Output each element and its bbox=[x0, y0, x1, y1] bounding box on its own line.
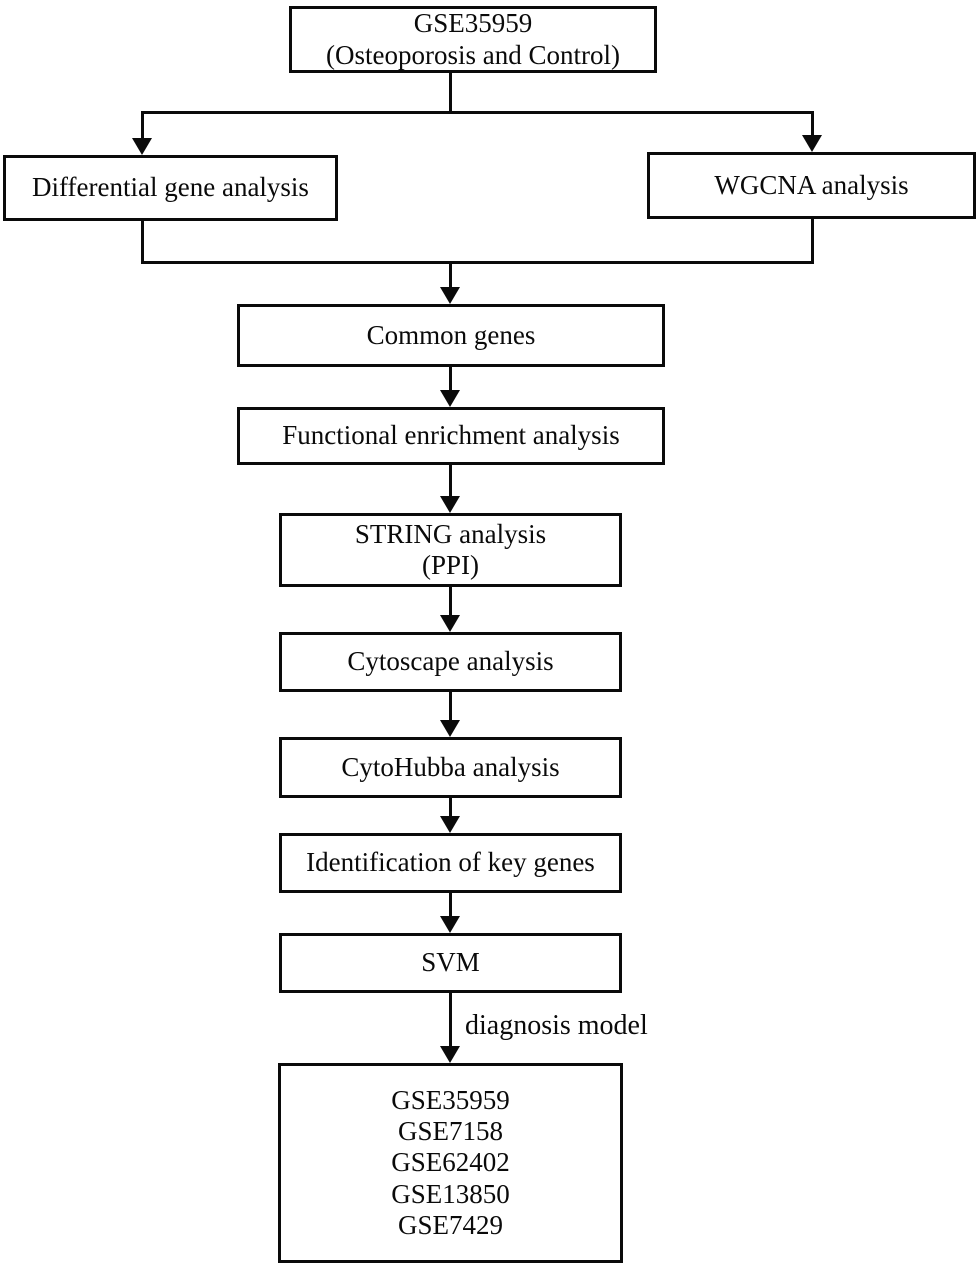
node-keygenes-label: Identification of key genes bbox=[306, 847, 595, 878]
validation-dataset-line: GSE62402 bbox=[391, 1147, 510, 1178]
connector-left-branch-drop bbox=[141, 111, 144, 140]
edge-label-diagnosis-model: diagnosis model bbox=[465, 1010, 648, 1041]
arrowhead-differential bbox=[132, 138, 152, 155]
node-enrichment-label: Functional enrichment analysis bbox=[282, 420, 620, 451]
node-differential-gene-analysis: Differential gene analysis bbox=[3, 155, 338, 221]
node-wgcna-label: WGCNA analysis bbox=[714, 169, 909, 200]
node-common-genes-label: Common genes bbox=[366, 319, 536, 350]
connector-cytohubba-to-keygenes bbox=[449, 796, 452, 818]
connector-right-branch-drop bbox=[811, 111, 814, 137]
arrowhead-keygenes bbox=[440, 816, 460, 833]
connector-merge-stem bbox=[449, 261, 452, 289]
connector-common-to-enrichment bbox=[449, 365, 452, 392]
node-validation-datasets: GSE35959 GSE7158 GSE62402 GSE13850 GSE74… bbox=[278, 1063, 623, 1263]
connector-svm-to-validation bbox=[449, 991, 452, 1048]
node-source-line2: (Osteoporosis and Control) bbox=[326, 39, 620, 70]
node-wgcna-analysis: WGCNA analysis bbox=[647, 152, 976, 219]
validation-dataset-line: GSE13850 bbox=[391, 1178, 510, 1209]
arrowhead-svm bbox=[440, 916, 460, 933]
arrowhead-validation bbox=[440, 1046, 460, 1063]
connector-right-merge-drop bbox=[811, 217, 814, 264]
node-source-line1: GSE35959 bbox=[413, 8, 533, 39]
node-key-genes-identification: Identification of key genes bbox=[279, 833, 622, 893]
arrowhead-wgcna bbox=[802, 135, 822, 152]
connector-source-stem bbox=[449, 71, 452, 113]
connector-left-merge-drop bbox=[141, 219, 144, 264]
node-cytohubba-label: CytoHubba analysis bbox=[341, 751, 560, 782]
arrowhead-string bbox=[440, 496, 460, 513]
node-source-dataset: GSE35959 (Osteoporosis and Control) bbox=[289, 6, 657, 73]
connector-merge-horizontal bbox=[141, 261, 814, 264]
node-string-line2: (PPI) bbox=[421, 550, 479, 580]
arrowhead-cytoscape bbox=[440, 615, 460, 632]
node-cytoscape-label: Cytoscape analysis bbox=[347, 646, 554, 677]
node-common-genes: Common genes bbox=[237, 304, 665, 367]
node-svm-label: SVM bbox=[421, 947, 480, 978]
node-cytoscape-analysis: Cytoscape analysis bbox=[279, 632, 622, 692]
node-svm: SVM bbox=[279, 933, 622, 993]
connector-keygenes-to-svm bbox=[449, 891, 452, 918]
arrowhead-cytohubba bbox=[440, 720, 460, 737]
node-cytohubba-analysis: CytoHubba analysis bbox=[279, 737, 622, 798]
connector-cytoscape-to-cytohubba bbox=[449, 690, 452, 722]
arrowhead-enrichment bbox=[440, 390, 460, 407]
node-string-analysis: STRING analysis (PPI) bbox=[279, 513, 622, 587]
node-string-line1: STRING analysis bbox=[354, 518, 547, 549]
validation-dataset-line: GSE7429 bbox=[397, 1209, 503, 1240]
arrowhead-common-genes bbox=[440, 287, 460, 304]
connector-string-to-cytoscape bbox=[449, 585, 452, 617]
connector-enrichment-to-string bbox=[449, 463, 452, 498]
validation-dataset-line: GSE7158 bbox=[397, 1116, 503, 1147]
node-differential-label: Differential gene analysis bbox=[32, 172, 309, 203]
node-functional-enrichment: Functional enrichment analysis bbox=[237, 407, 665, 465]
connector-split-horizontal bbox=[141, 111, 814, 114]
validation-dataset-line: GSE35959 bbox=[391, 1084, 510, 1115]
